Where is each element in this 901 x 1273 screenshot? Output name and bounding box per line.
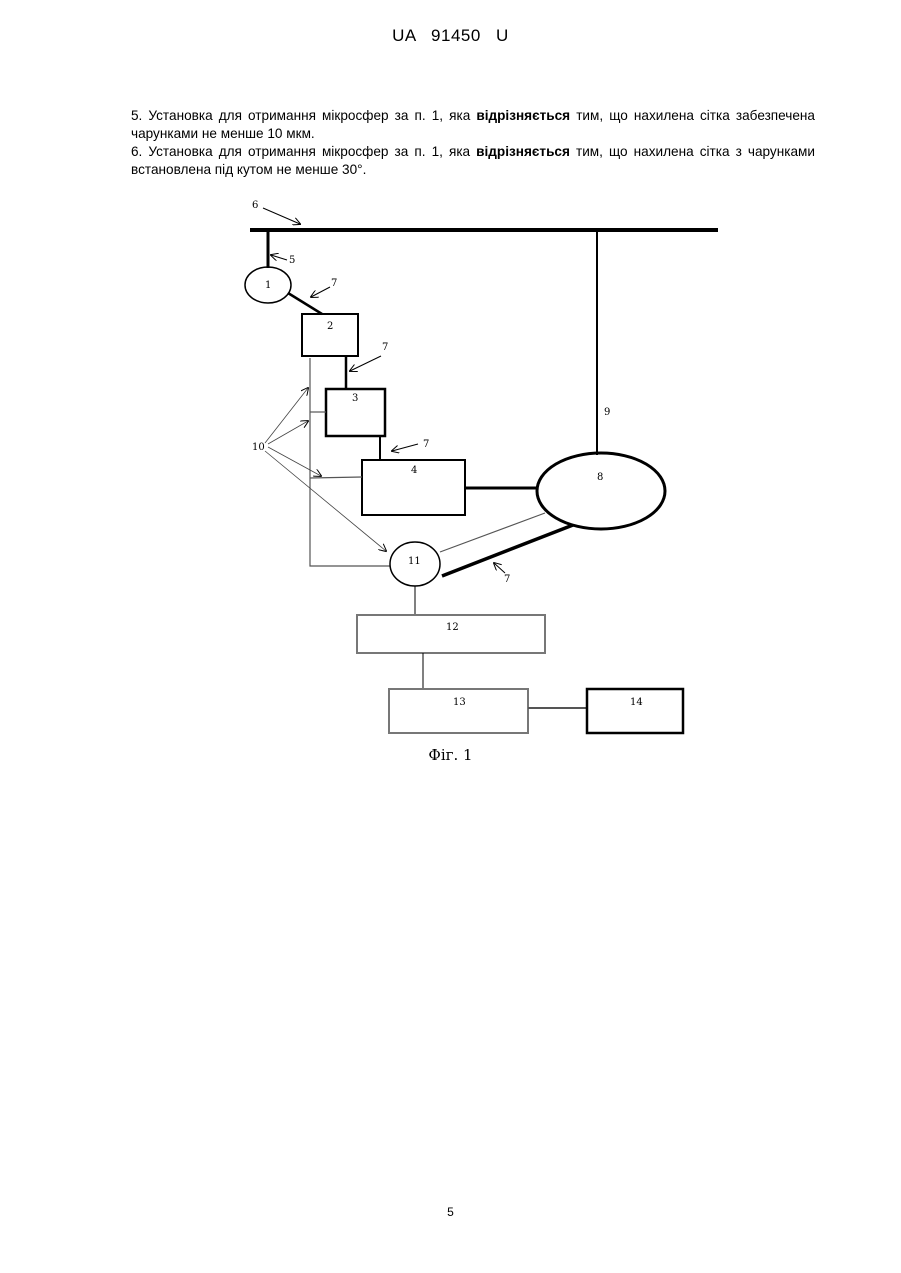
label-7c: 7 bbox=[423, 439, 429, 450]
pointer-arrow-10b bbox=[268, 421, 308, 444]
pointer-arrow-6 bbox=[263, 208, 300, 224]
label-12: 12 bbox=[446, 622, 459, 633]
label-11: 11 bbox=[408, 556, 421, 567]
label-13: 13 bbox=[453, 697, 466, 708]
node-14-box bbox=[587, 689, 683, 733]
label-7d: 7 bbox=[504, 574, 510, 585]
label-7a: 7 bbox=[331, 278, 337, 289]
label-9: 9 bbox=[604, 407, 610, 418]
node-13-box bbox=[389, 689, 528, 733]
label-7b: 7 bbox=[382, 342, 388, 353]
label-3: 3 bbox=[352, 393, 358, 404]
label-5: 5 bbox=[289, 255, 295, 266]
label-2: 2 bbox=[327, 321, 333, 332]
pointer-arrow-7b bbox=[350, 356, 381, 371]
feed-branch-4 bbox=[310, 477, 362, 478]
connector-1-2 bbox=[288, 293, 322, 314]
label-4: 4 bbox=[411, 465, 417, 476]
label-10: 10 bbox=[252, 442, 265, 453]
connector-8-11-thick bbox=[442, 525, 573, 576]
pointer-arrow-10c bbox=[268, 447, 321, 476]
label-8: 8 bbox=[597, 472, 603, 483]
figure-1-diagram: 6 5 1 7 2 7 3 9 7 10 4 8 11 7 12 13 14 bbox=[0, 0, 901, 800]
node-12-box bbox=[357, 615, 545, 653]
page-number: 5 bbox=[0, 1205, 901, 1219]
node-8-ellipse bbox=[537, 453, 665, 529]
label-14: 14 bbox=[630, 697, 643, 708]
pointer-arrow-5 bbox=[271, 255, 287, 260]
connector-8-11-thin bbox=[440, 513, 545, 552]
figure-caption: Фіг. 1 bbox=[0, 746, 901, 764]
pointer-arrow-7c bbox=[392, 444, 418, 451]
label-1: 1 bbox=[265, 280, 271, 291]
pointer-arrow-7d bbox=[494, 563, 505, 573]
pointer-arrow-10a bbox=[265, 388, 308, 443]
pointer-arrow-7a bbox=[311, 287, 330, 297]
label-6: 6 bbox=[252, 200, 258, 211]
pointer-arrow-10d bbox=[265, 451, 386, 551]
